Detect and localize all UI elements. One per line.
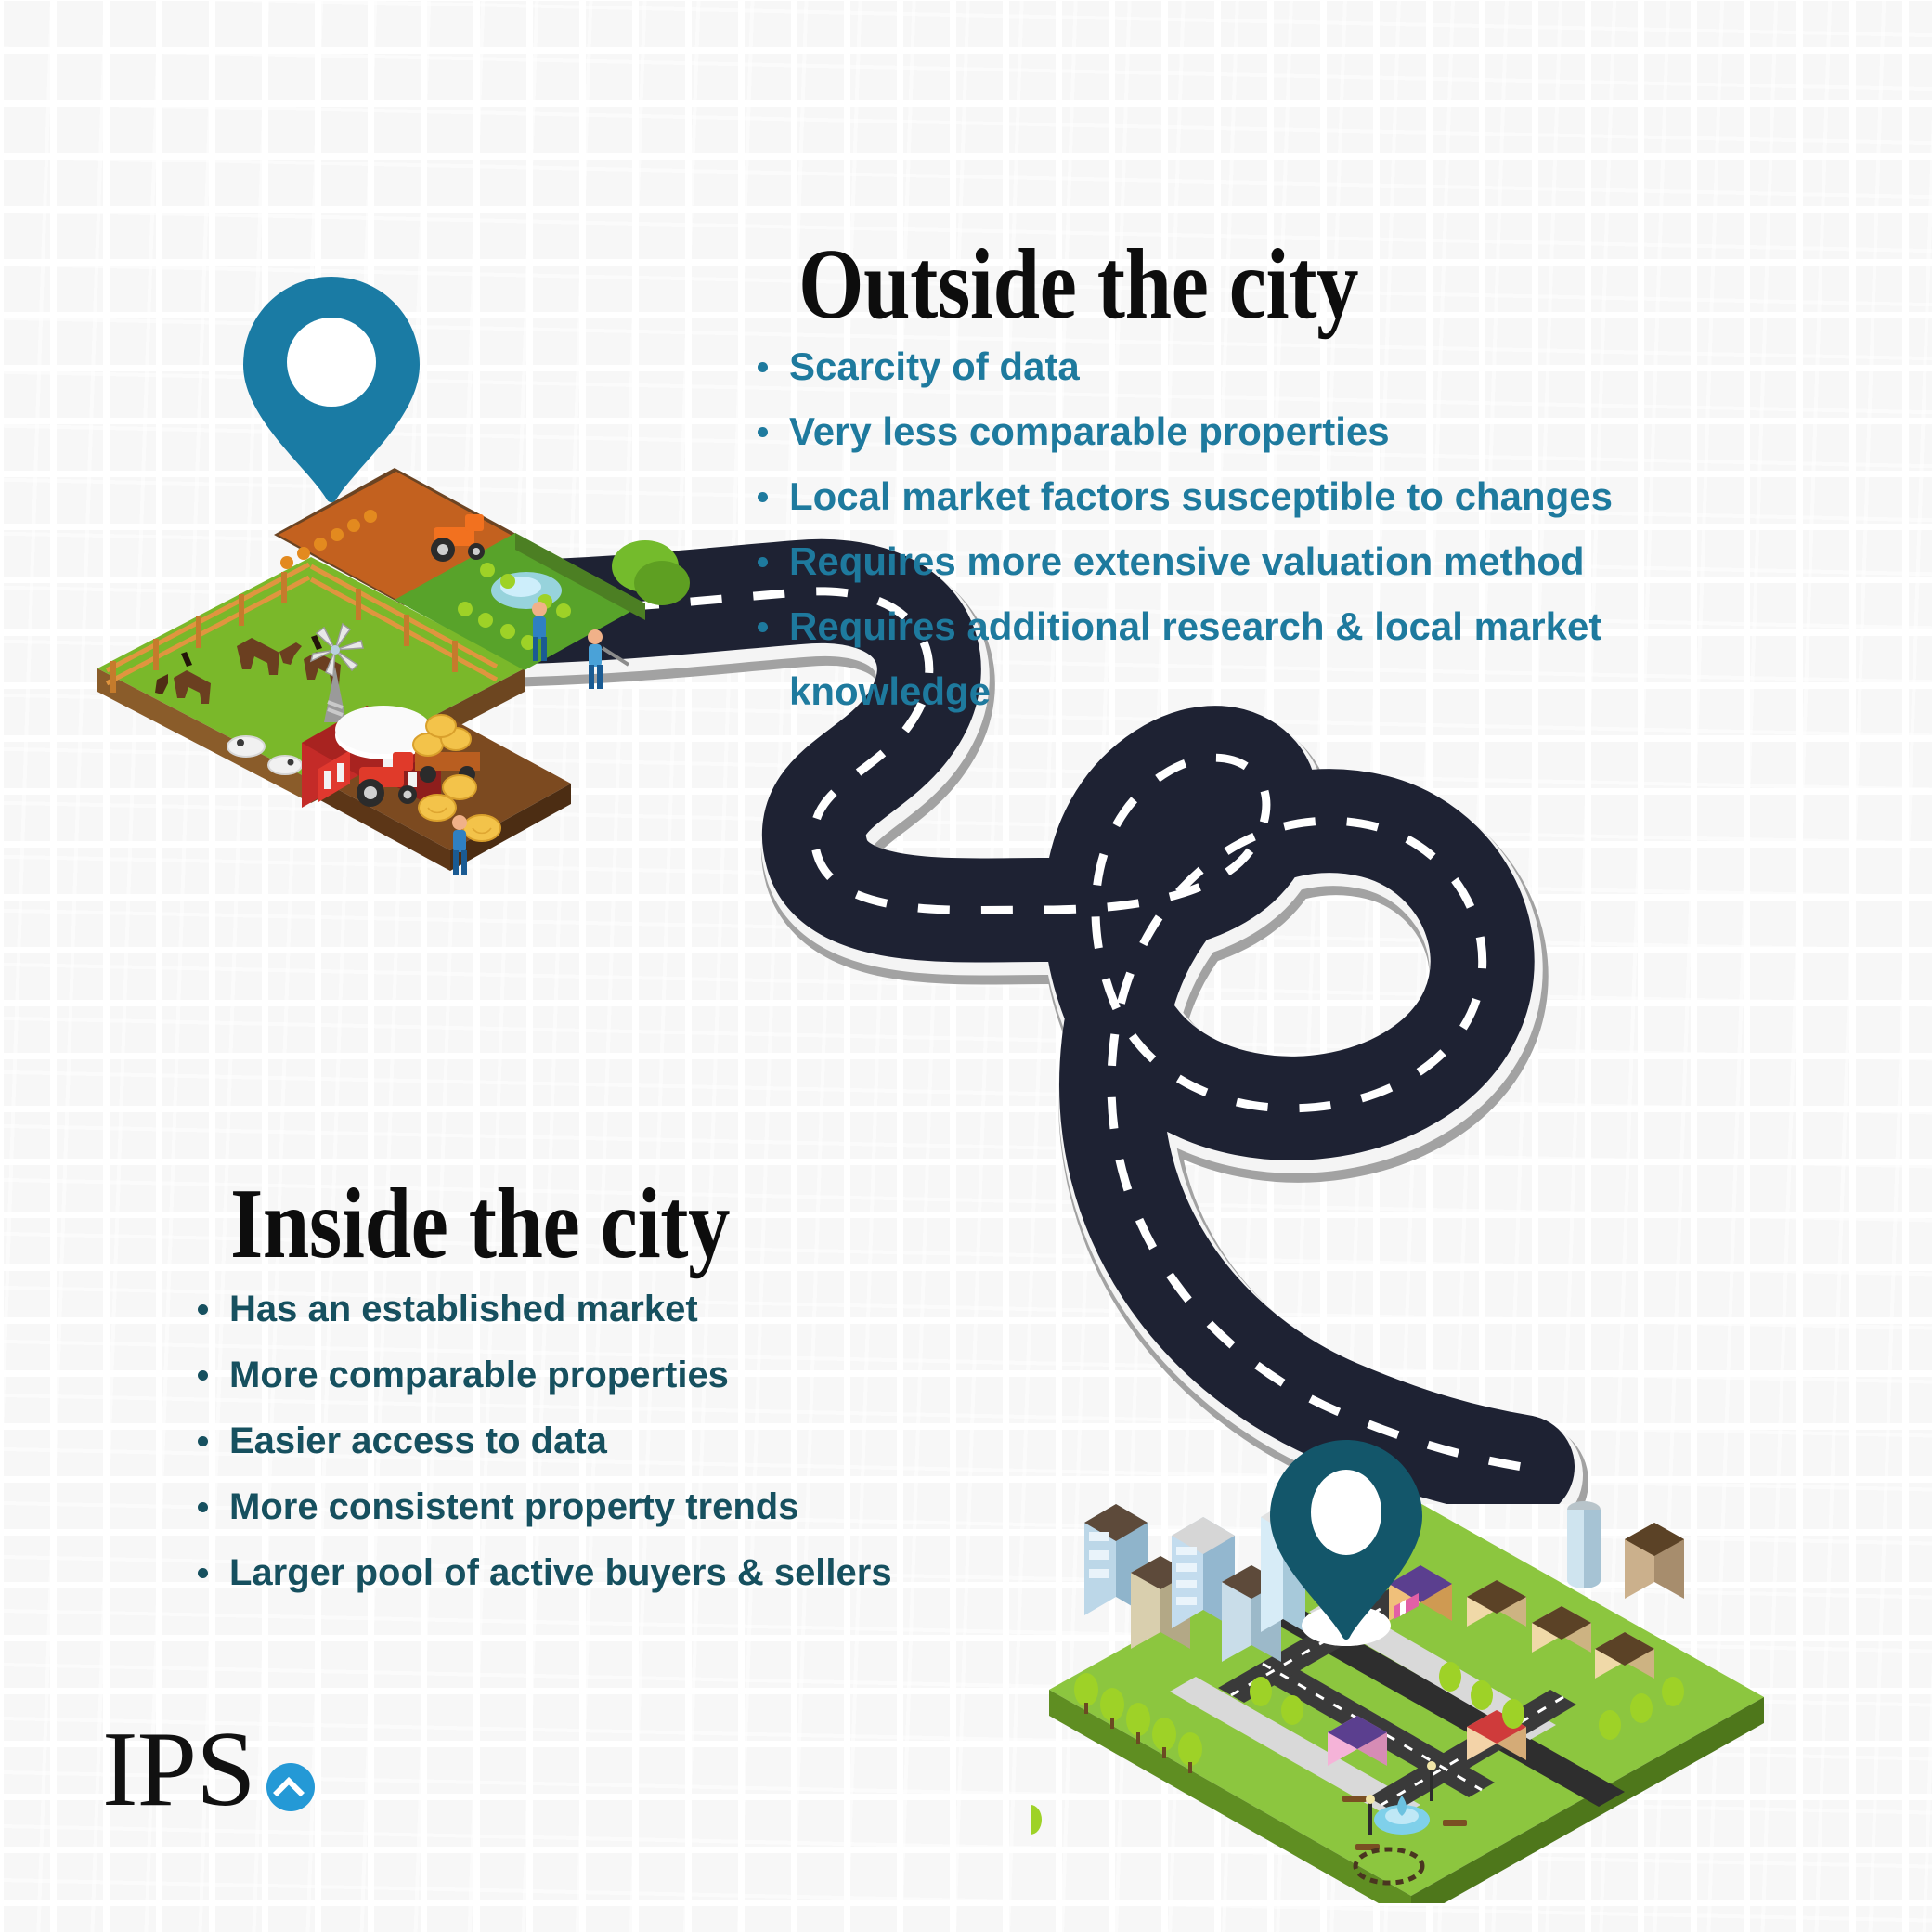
brand-logo: IPS (102, 1710, 315, 1829)
bullet-list-inside: Has an established market More comparabl… (190, 1277, 1119, 1606)
page-title-outside: Outside the city (798, 229, 1359, 341)
list-item: Requires additional research & local mar… (750, 594, 1781, 724)
city-map-pin-icon (1270, 1440, 1422, 1646)
list-item: Easier access to data (190, 1408, 1119, 1474)
list-item: Has an established market (190, 1277, 1119, 1342)
list-item: Requires more extensive valuation method (750, 529, 1781, 594)
list-item: More comparable properties (190, 1342, 1119, 1408)
list-item: More consistent property trends (190, 1474, 1119, 1540)
list-item: Local market factors susceptible to chan… (750, 464, 1781, 529)
page-title-inside: Inside the city (230, 1169, 731, 1280)
logo-text: IPS (102, 1710, 256, 1829)
farm-map-pin-icon (243, 277, 420, 502)
list-item: Larger pool of active buyers & sellers (190, 1540, 1119, 1606)
bullet-list-outside: Scarcity of data Very less comparable pr… (750, 334, 1781, 724)
list-item: Very less comparable properties (750, 399, 1781, 464)
list-item: Scarcity of data (750, 334, 1781, 399)
farm-illustration (97, 468, 690, 875)
chevron-up-circle-icon (266, 1762, 315, 1811)
